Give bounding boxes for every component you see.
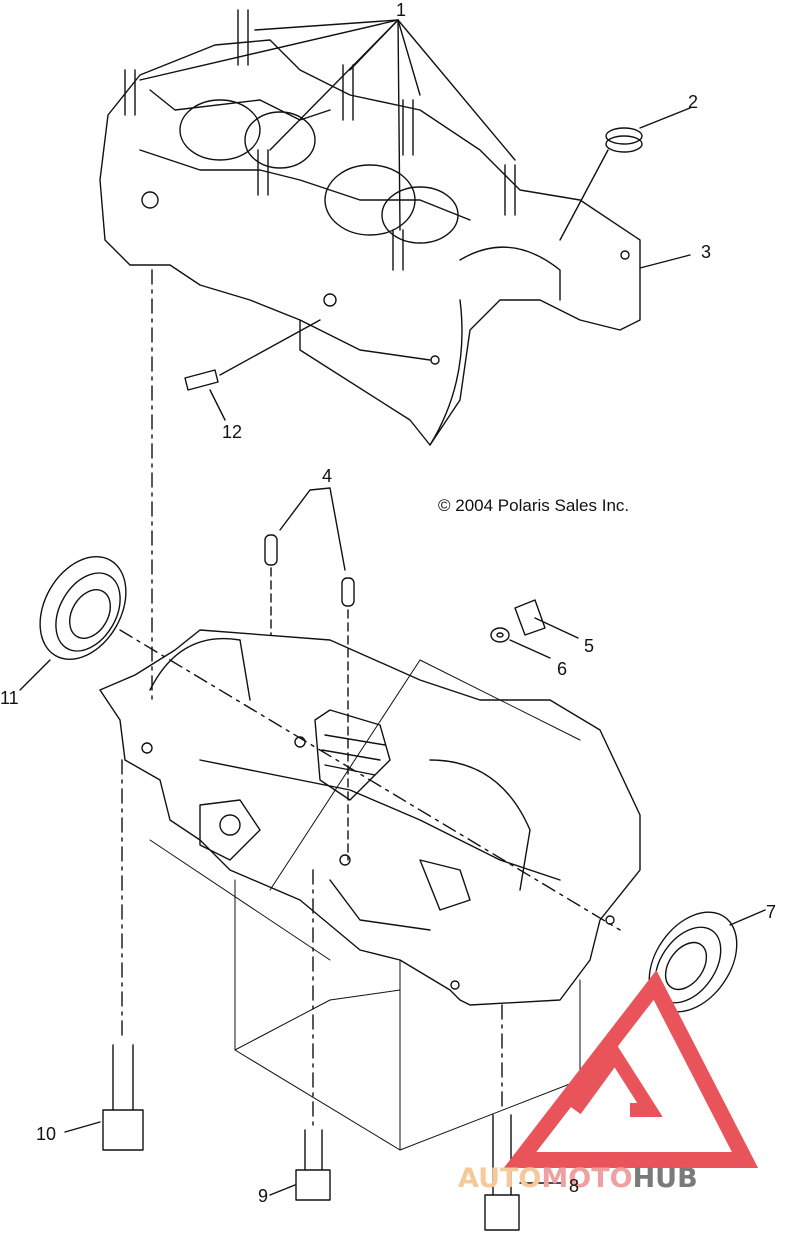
part-8-bolt (484, 1004, 566, 1231)
watermark-hub: HUB (633, 1163, 698, 1194)
callout-10: 10 (36, 1124, 56, 1144)
callout-6: 6 (557, 659, 567, 679)
callout-8: 8 (569, 1176, 579, 1196)
upper-crankcase (99, 9, 641, 446)
part-12-dowel-pin (184, 319, 321, 421)
part-1-leaders (139, 19, 516, 231)
copyright-notice: © 2004 Polaris Sales Inc. (438, 496, 629, 515)
watermark-auto: AUTO (458, 1163, 541, 1194)
callout-12: 12 (222, 422, 242, 442)
callout-3: 3 (701, 242, 711, 262)
part-11-seal (19, 556, 621, 931)
callout-4: 4 (322, 466, 332, 486)
part-9-bolt (269, 869, 331, 1201)
part-4-dowels (264, 487, 355, 861)
part-10-bolt (64, 759, 144, 1151)
lower-crankcase (99, 629, 641, 1006)
callout-2: 2 (688, 92, 698, 112)
callout-5: 5 (584, 636, 594, 656)
part-3-leader (639, 254, 691, 269)
part-2-grommet (559, 107, 691, 241)
svg-text:AUTOMOTOHUB: AUTOMOTOHUB (458, 1163, 698, 1194)
part-5-screw (514, 599, 579, 639)
part-7-seal (648, 909, 766, 1013)
callout-9: 9 (258, 1186, 268, 1206)
watermark-moto: MOTO (541, 1163, 632, 1194)
callout-11: 11 (0, 688, 19, 708)
part-6-washer (490, 627, 551, 659)
crankcase-guide-lines (149, 659, 581, 1151)
callout-7: 7 (766, 902, 776, 922)
callout-1: 1 (396, 0, 406, 20)
automotohub-logo: AUTOMOTOHUB (458, 970, 759, 1194)
